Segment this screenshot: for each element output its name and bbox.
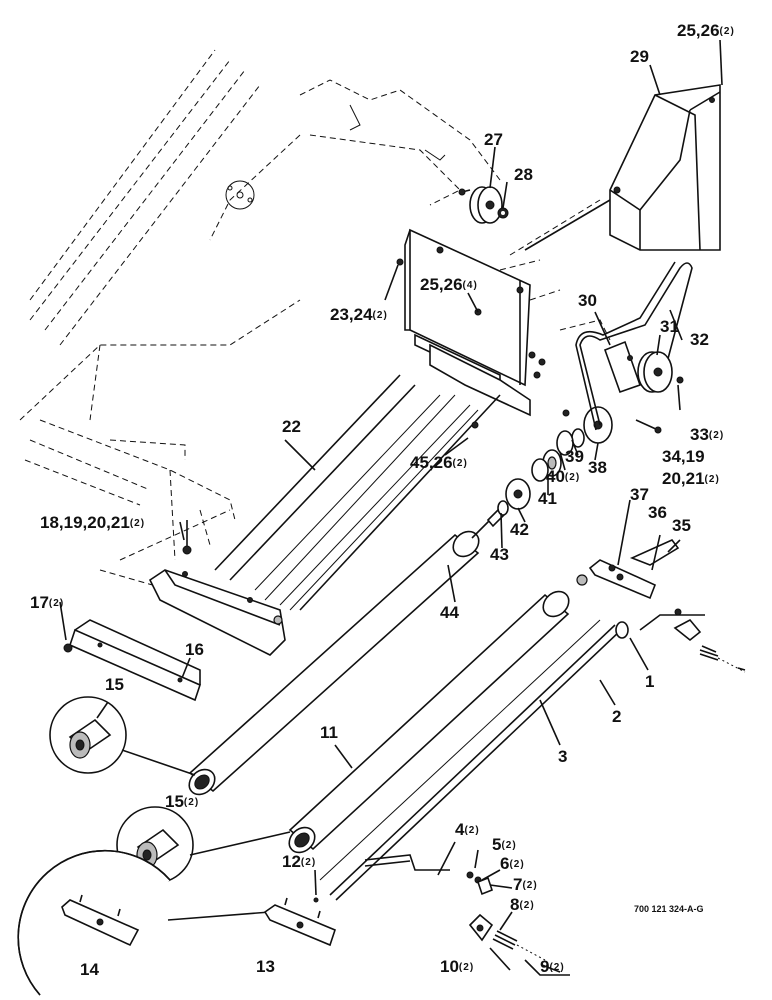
pulley-31 (637, 351, 673, 393)
callout-30: 30 (578, 291, 597, 310)
callout-25-26-mid: 25,26(4) (420, 275, 478, 294)
callout-40: 40(2) (546, 467, 580, 486)
callout-11: 11 (320, 723, 338, 742)
callout-labels: 25,26(2) 29 27 28 25,26(4) 23,24(2) 30 3… (30, 21, 735, 979)
idler-pulley-27 (458, 186, 503, 224)
callout-23-24: 23,24(2) (330, 305, 388, 324)
drawing-code: 700 121 324-A-G (634, 904, 704, 914)
callout-12: 12(2) (282, 852, 316, 871)
callout-29: 29 (630, 47, 649, 66)
callout-4: 4(2) (455, 820, 480, 839)
callout-31: 31 (660, 317, 679, 336)
callout-7: 7(2) (513, 875, 538, 894)
callout-10: 10(2) (440, 957, 474, 976)
callout-35: 35 (672, 516, 691, 535)
rod-4 (364, 854, 450, 871)
callout-15: 15 (105, 675, 124, 694)
callout-39: 39 (565, 447, 584, 466)
bolt-34 (635, 419, 662, 434)
spring-assembly-upper (639, 608, 746, 673)
bracket-30 (603, 340, 642, 394)
callout-45-26: 45,26(2) (410, 453, 468, 472)
callout-43: 43 (490, 545, 509, 564)
callout-25-26-upper: 25,26(2) (677, 21, 735, 40)
cover-29 (609, 84, 721, 251)
washer-1 (615, 621, 629, 639)
plate-35 (629, 539, 680, 566)
leader-lines (59, 39, 723, 973)
roller-11 (288, 590, 570, 854)
callout-37: 37 (630, 485, 649, 504)
callout-2: 2 (612, 707, 621, 726)
callout-17: 17(2) (30, 593, 64, 612)
callout-9: 9(2) (540, 957, 565, 976)
bracket-10 (468, 913, 494, 942)
shaft-2 (329, 624, 622, 901)
pulley-stack (497, 406, 613, 516)
rod-9 (524, 959, 570, 976)
callout-3: 3 (558, 747, 567, 766)
callout-32: 32 (690, 330, 709, 349)
callout-13: 13 (256, 957, 275, 976)
spring-8 (492, 930, 546, 961)
callout-6: 6(2) (500, 854, 525, 873)
callout-1: 1 (645, 672, 654, 691)
callout-38: 38 (588, 458, 607, 477)
callout-8: 8(2) (510, 895, 535, 914)
callout-14: 14 (80, 960, 99, 979)
shaft-3 (319, 619, 601, 881)
callout-15-2: 15(2) (165, 792, 199, 811)
callout-5: 5(2) (492, 835, 517, 854)
callout-20-21: 20,21(2) (662, 469, 720, 488)
bolt-33 (676, 376, 684, 384)
callout-36: 36 (648, 503, 667, 522)
callout-42: 42 (510, 520, 529, 539)
bearing-15-detail (49, 696, 196, 776)
callout-33: 33(2) (690, 425, 724, 444)
callout-22: 22 (282, 417, 301, 436)
bracket-14-detail (17, 849, 271, 996)
callout-16: 16 (185, 640, 204, 659)
angle-bracket-16 (69, 619, 201, 702)
machine-frame-outline (19, 49, 611, 591)
callout-28: 28 (514, 165, 533, 184)
v-belt-32 (575, 261, 693, 431)
callout-41: 41 (538, 489, 557, 508)
callout-44: 44 (440, 603, 459, 622)
washer-5-6-7 (466, 871, 493, 896)
bracket-13 (263, 897, 336, 947)
bracket-37 (576, 559, 657, 600)
callout-34-19: 34,19 (662, 447, 705, 466)
bolt-18 (182, 520, 192, 555)
callout-27: 27 (484, 130, 503, 149)
clip-12 (313, 897, 319, 903)
callout-18-21: 18,19,20,21(2) (40, 513, 145, 532)
mount-bracket (396, 228, 546, 417)
washer-28 (497, 207, 509, 219)
frame-rail-22 (148, 374, 501, 656)
pin-36 (608, 564, 616, 572)
roller-44 (188, 506, 507, 796)
bolt-17 (63, 643, 73, 653)
